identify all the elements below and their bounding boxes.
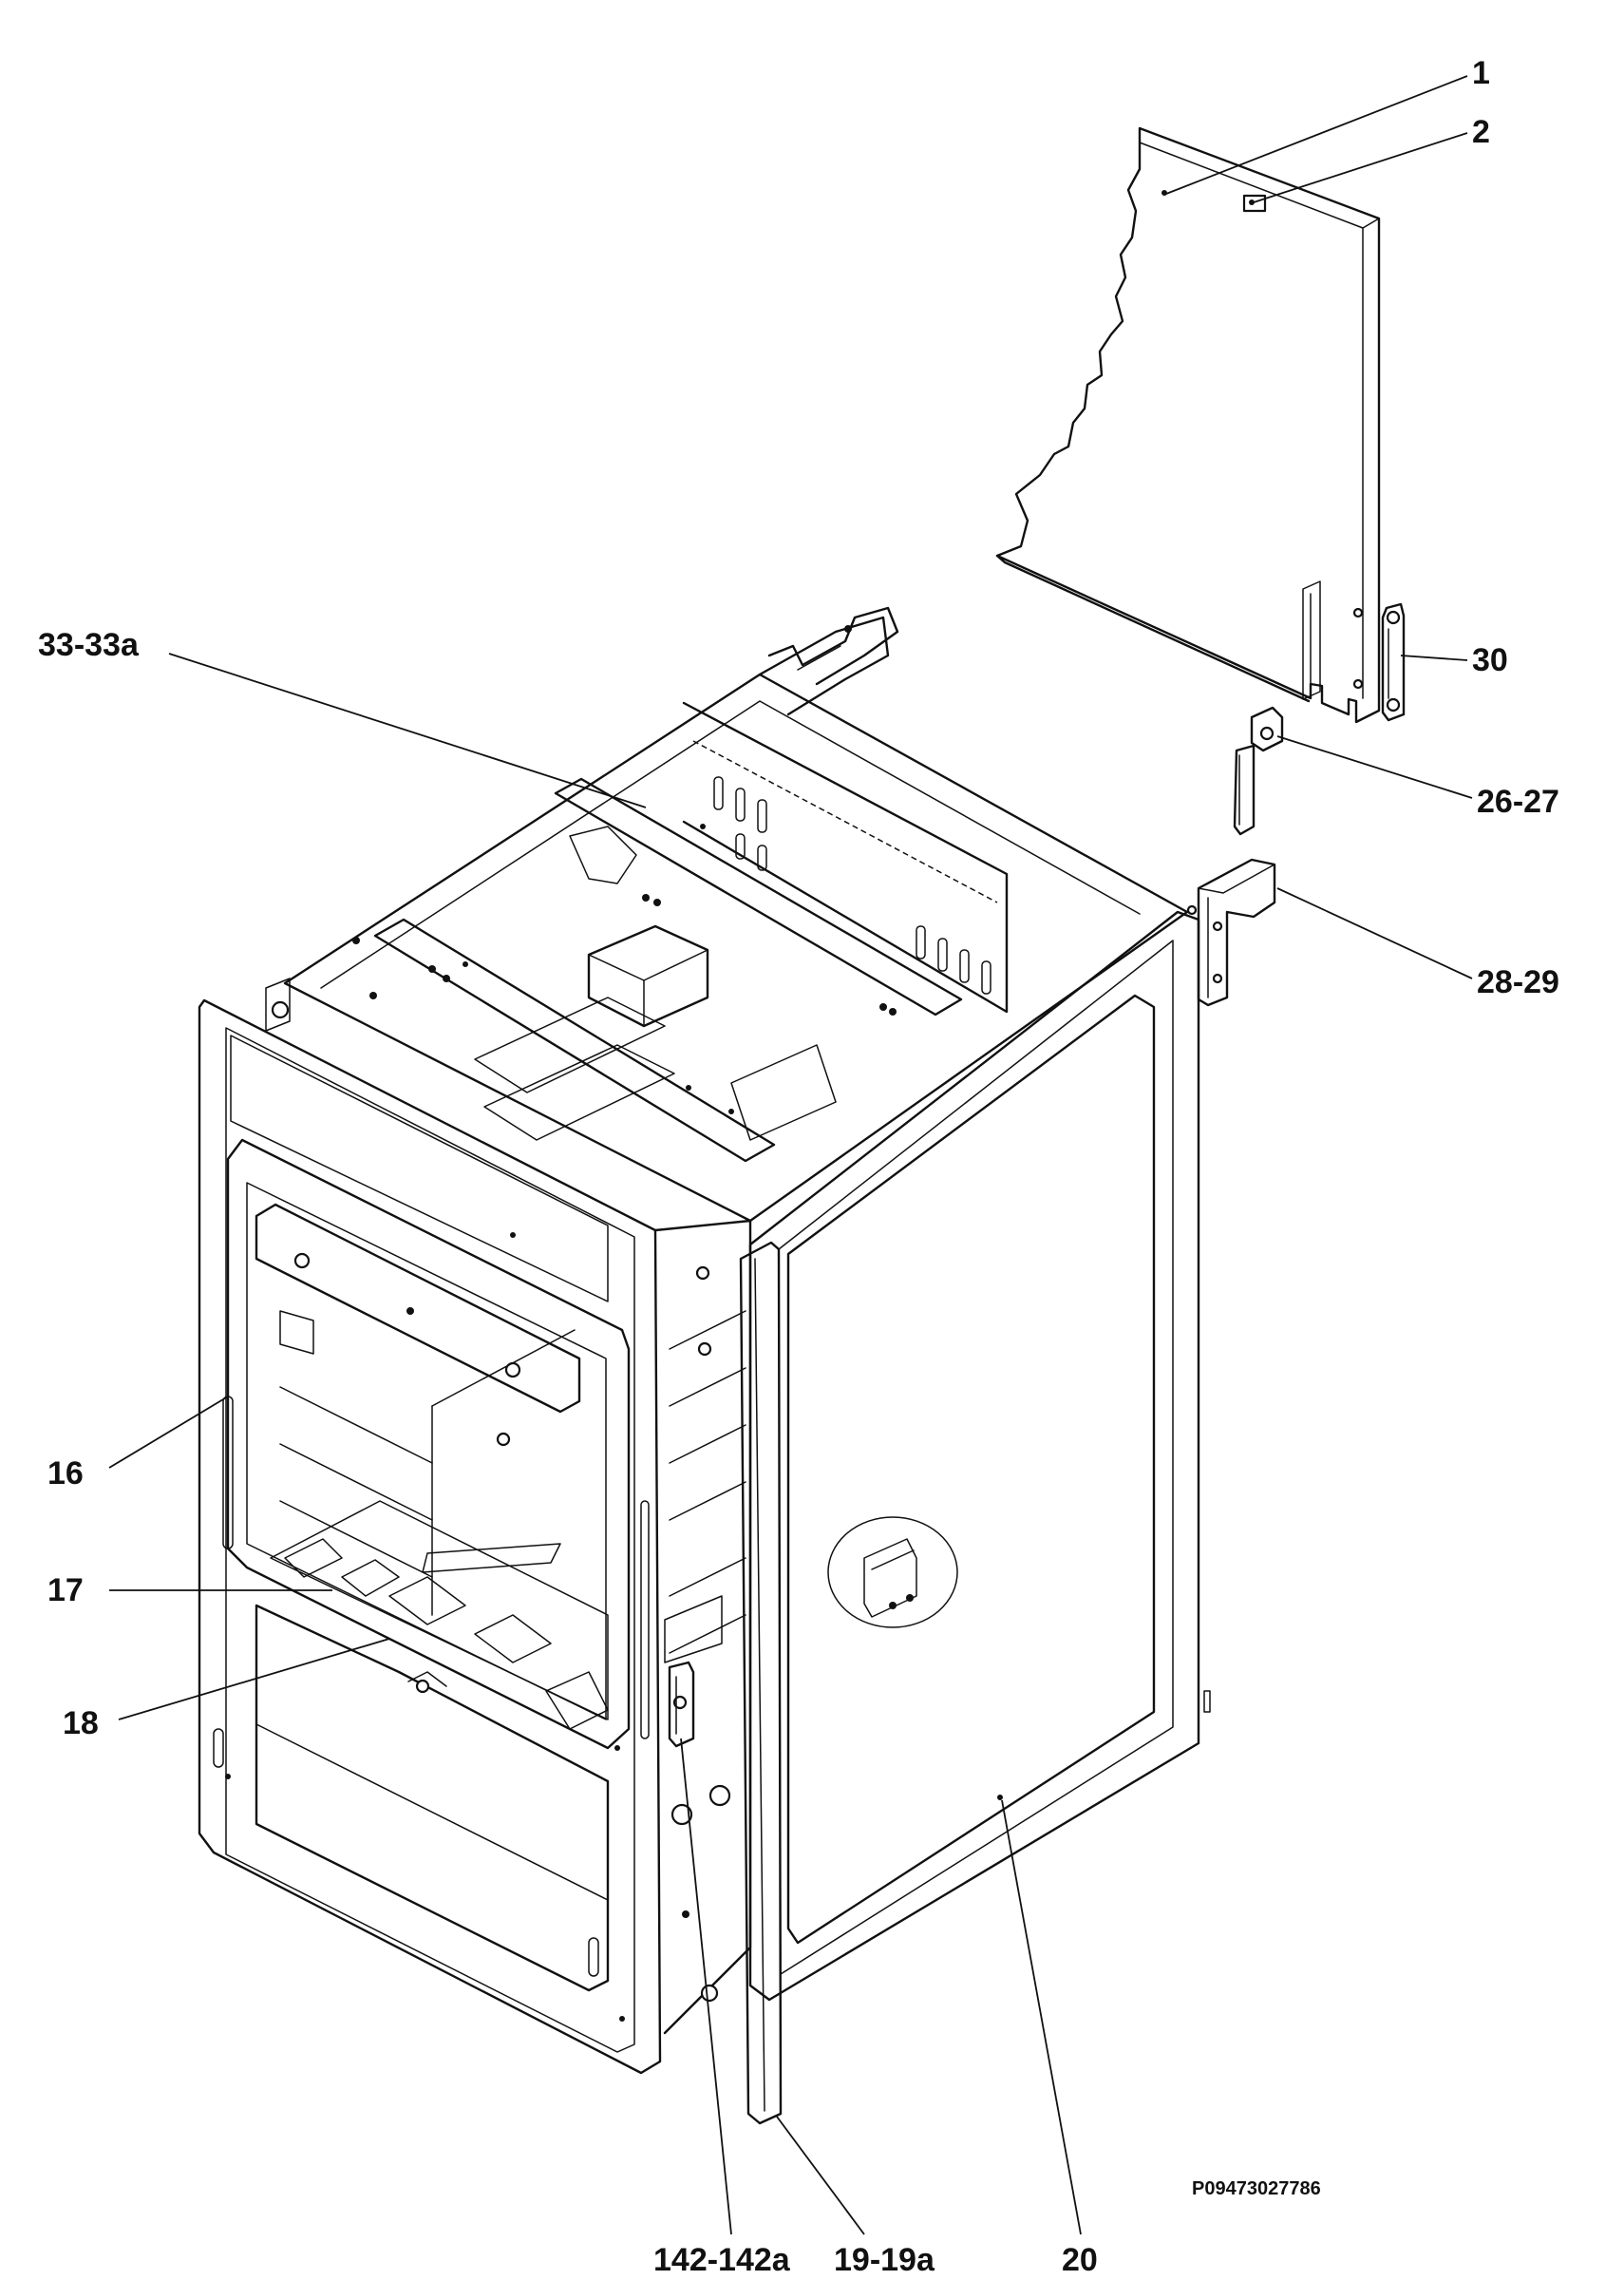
hinge-part-30 [1381, 602, 1406, 722]
callout-label: 142-142a [653, 2242, 791, 2278]
callout-label: 16 [47, 1455, 84, 1492]
callout-label: 26-27 [1477, 784, 1559, 820]
callout-label: 18 [63, 1705, 99, 1741]
leader-lines [108, 75, 1473, 2235]
callout-label: 1 [1472, 55, 1490, 91]
oven-cabinet [198, 606, 1211, 2125]
callout-labels: 1 2 30 26-27 28-29 33-33a 16 17 18 142-1… [38, 55, 1559, 2278]
callout-label: 28-29 [1477, 964, 1559, 1000]
drawing-code: P09473027786 [1192, 2178, 1321, 2199]
hinge-part-142 [668, 1661, 695, 1748]
callout-label: 30 [1472, 642, 1508, 678]
callout-label: 19-19a [834, 2242, 935, 2278]
side-panel-part-1 [995, 126, 1381, 724]
bracket-part-28-29 [1186, 858, 1276, 1007]
side-panel-part-20 [748, 910, 1211, 2002]
trim-strip-part-19 [739, 1241, 783, 2125]
callout-label: 20 [1062, 2242, 1098, 2278]
callout-label: 17 [47, 1572, 84, 1608]
callout-label: 33-33a [38, 627, 140, 663]
callout-label: 2 [1472, 114, 1490, 150]
hinge-part-26-27 [1233, 706, 1284, 836]
rear-wall-slots [713, 776, 991, 995]
